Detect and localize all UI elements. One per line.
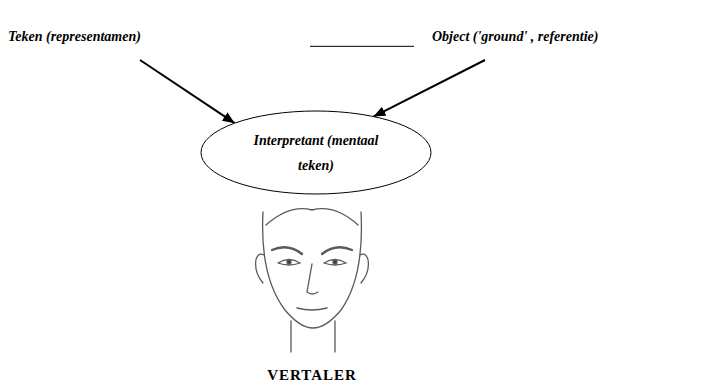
ellipse-shape — [201, 111, 431, 194]
pupil — [333, 260, 337, 264]
hair-line — [266, 209, 358, 225]
node-text: Teken (representamen) — [8, 28, 310, 46]
node-text: Object ('ground' , referentie) — [432, 28, 719, 46]
arrow-connector — [374, 60, 486, 117]
eye — [278, 260, 300, 266]
link-line — [310, 46, 414, 47]
arrow-connector — [140, 60, 235, 123]
ear — [256, 254, 264, 283]
eyebrow — [272, 247, 302, 254]
eyebrow — [322, 247, 352, 254]
node-text: Interpretant (mentaal teken) — [254, 128, 379, 178]
sign-node: Teken (representamen) — [8, 24, 310, 60]
mouth — [297, 308, 327, 310]
eye — [324, 260, 346, 266]
object-node: Object ('ground' , referentie) — [414, 24, 719, 60]
neck — [334, 321, 335, 352]
nose — [307, 264, 318, 294]
ear — [360, 254, 368, 283]
interpretant-ellipse: Interpretant (mentaal teken) — [200, 110, 432, 195]
face-drawing — [256, 209, 369, 352]
head-outline — [263, 212, 362, 328]
pupil — [287, 260, 291, 264]
role-label: VERTALER — [232, 366, 392, 384]
neck — [290, 321, 291, 352]
ellipse-outline — [200, 110, 432, 195]
